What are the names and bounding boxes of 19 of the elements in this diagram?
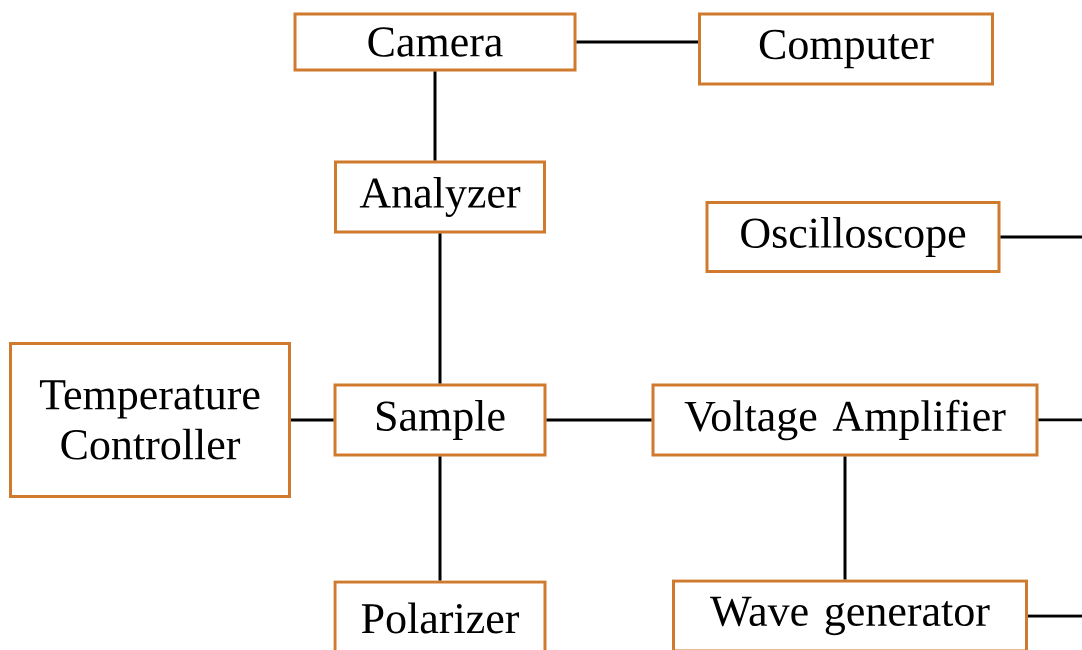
process-box: Wave generator xyxy=(672,579,1028,650)
process-box: Camera xyxy=(293,12,577,72)
process-box: Voltage Amplifier xyxy=(651,383,1039,457)
connector-line xyxy=(546,418,652,422)
connector-line xyxy=(438,456,442,581)
connector-line xyxy=(438,233,442,384)
process-box: Sample xyxy=(333,383,547,457)
connector-line xyxy=(576,40,698,44)
connector-line xyxy=(433,71,437,161)
connector-line xyxy=(1038,418,1082,422)
process-box: Analyzer xyxy=(334,160,546,234)
process-box: Temperature Controller xyxy=(9,342,291,498)
connector-line xyxy=(843,456,847,580)
process-box: Oscilloscope xyxy=(705,201,1001,273)
process-box: Polarizer xyxy=(333,580,547,650)
connector-line xyxy=(1000,235,1082,239)
process-box: Computer xyxy=(698,12,994,86)
connector-line xyxy=(291,418,334,422)
connector-line xyxy=(1028,614,1082,618)
